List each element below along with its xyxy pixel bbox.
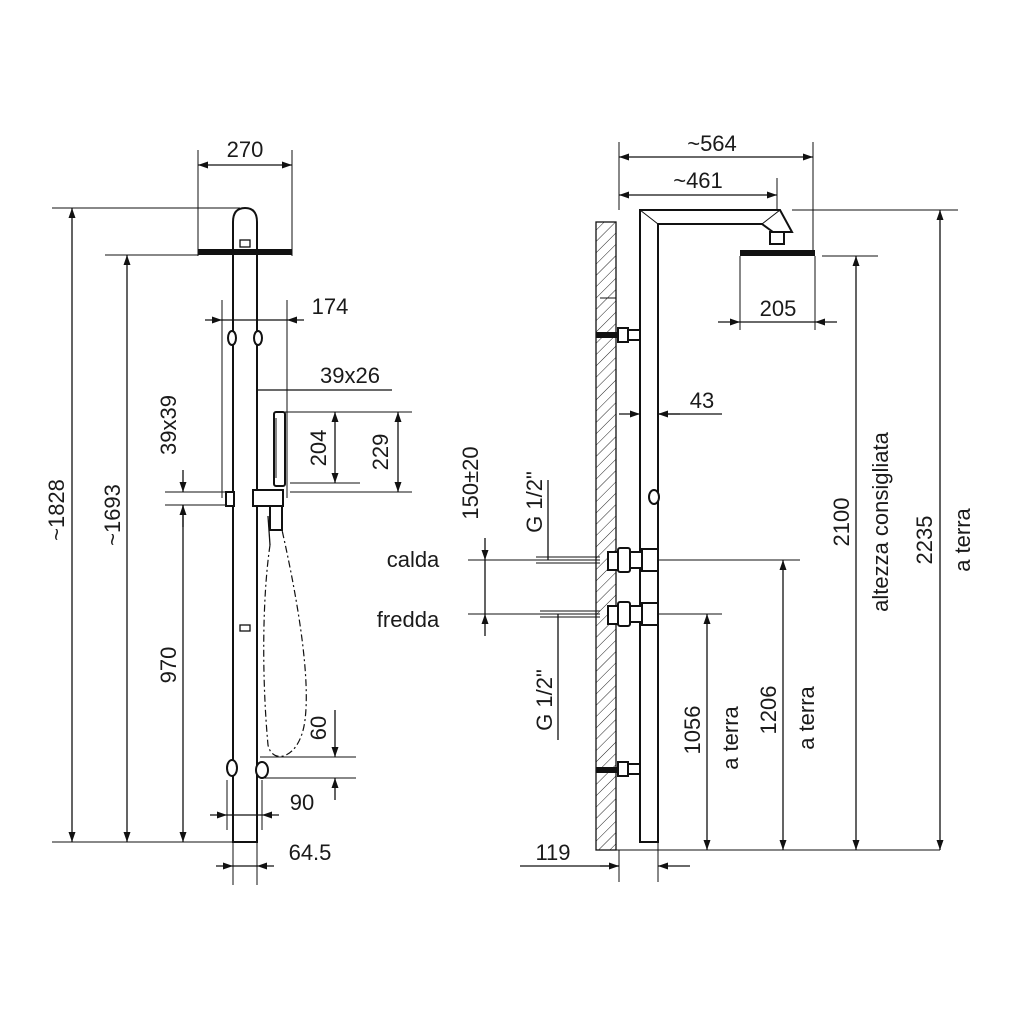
dim-461: ~461: [673, 168, 723, 193]
front-column-mark: [239, 624, 251, 632]
front-arm-joint: [239, 239, 251, 248]
front-jet-left: [227, 330, 237, 346]
front-view: 270 ~1828 ~1693 174 39x26 204 229 39: [44, 137, 412, 885]
dim-2235-aterra: a terra: [950, 507, 975, 571]
dim-2235: 2235: [912, 516, 937, 565]
dim-270: 270: [227, 137, 264, 162]
dim-1056: 1056: [680, 706, 705, 755]
side-upper-bracket: [596, 327, 641, 343]
side-shower-head: [740, 250, 815, 256]
dim-64-5: 64.5: [289, 840, 332, 865]
front-mixer-knob: [225, 491, 235, 507]
dim-970: 970: [156, 647, 181, 684]
label-fredda: fredda: [377, 607, 440, 632]
dim-altezza: altezza consigliata: [868, 431, 893, 612]
dim-119: 119: [535, 840, 570, 865]
dim-205: 205: [760, 296, 797, 321]
label-calda: calda: [387, 547, 440, 572]
front-handshower-holder: [252, 489, 284, 507]
side-jet: [648, 489, 660, 505]
dim-1056-aterra: a terra: [718, 705, 743, 769]
side-hot-inlet: [607, 547, 659, 573]
dim-174: 174: [312, 294, 349, 319]
dim-43: 43: [690, 388, 714, 413]
dim-39x26: 39x26: [320, 363, 380, 388]
dim-90: 90: [290, 790, 314, 815]
dim-564: ~564: [687, 131, 737, 156]
dim-60: 60: [306, 716, 331, 740]
dim-39x39: 39x39: [156, 395, 181, 455]
dim-229: 229: [368, 434, 393, 471]
side-cold-inlet: [607, 601, 659, 627]
dim-g12-top: G 1/2": [522, 471, 547, 533]
front-lower-jet-left: [226, 759, 238, 777]
dim-204: 204: [306, 430, 331, 467]
front-hand-shower: [273, 411, 286, 487]
front-shower-column: [232, 206, 258, 843]
dim-1206-aterra: a terra: [794, 685, 819, 749]
front-lower-jet-right: [255, 761, 269, 779]
front-hose: [263, 529, 307, 757]
dim-1206: 1206: [756, 686, 781, 735]
dim-1828: ~1828: [44, 479, 69, 541]
side-view: ~564 ~461 205 43 150±20 G 1/2" G 1/2" ca…: [377, 131, 975, 882]
side-wall: [595, 221, 617, 851]
front-shower-head: [198, 249, 292, 255]
side-lower-bracket: [596, 761, 641, 777]
dim-g12-bottom: G 1/2": [532, 669, 557, 731]
front-hose-connector: [269, 505, 283, 531]
front-jet-right: [253, 330, 263, 346]
dim-1693: ~1693: [100, 484, 125, 546]
dim-2100: 2100: [829, 498, 854, 547]
dim-150: 150±20: [458, 446, 483, 519]
side-head-fitting: [769, 231, 785, 245]
